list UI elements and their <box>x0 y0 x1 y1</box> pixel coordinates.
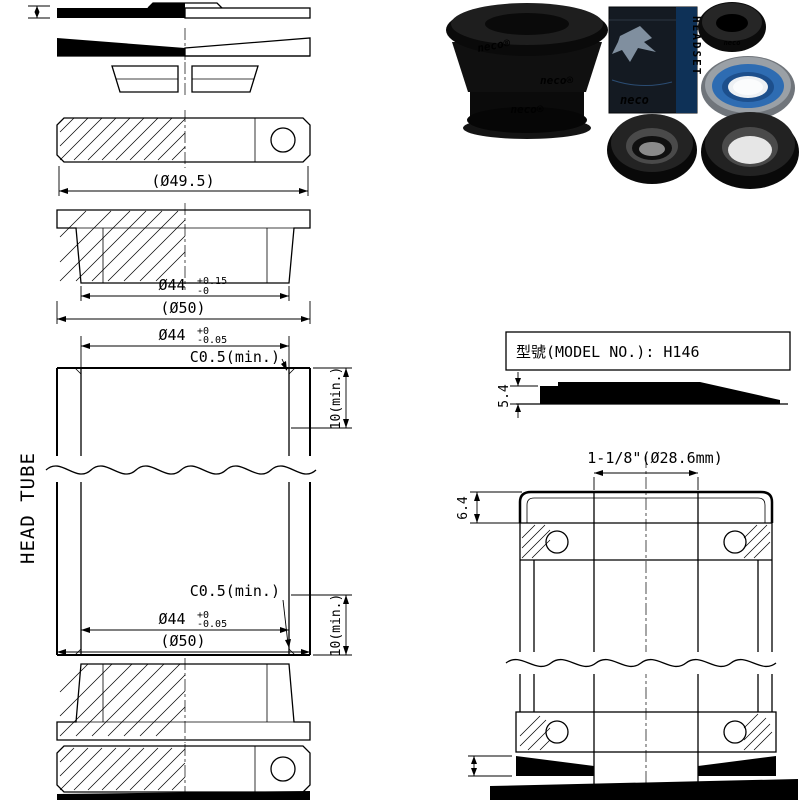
brand-logo-box: neco <box>620 93 649 107</box>
dim-bore-bottom-tol-plus: +0 <box>197 610 209 621</box>
dim-bore-top-tol-minus: -0.05 <box>197 335 227 346</box>
dim-depth-bottom: 10(min.) <box>291 594 352 657</box>
upper-cup-hatch <box>59 210 186 282</box>
brand-logo-cone: neco® <box>540 74 573 87</box>
brand-logo-cap: neco® <box>476 36 511 55</box>
assembly-lower-hatch <box>519 713 773 751</box>
product-photo-blue-seal-bearing <box>701 56 795 120</box>
lower-cup-section <box>56 658 311 743</box>
head-tube-label: HEAD TUBE <box>17 452 39 564</box>
cover-profile-shape <box>540 382 780 404</box>
box-eagle-graphic <box>612 26 656 62</box>
model-number-panel: 型號(MODEL NO.): H146 5.4 <box>497 331 791 418</box>
dim-press-base: Ø44 <box>158 276 185 294</box>
dim-depth-top-label: 10(min.) <box>329 367 344 430</box>
cone-spacer-section <box>57 28 311 60</box>
dim-steerer-label: 1-1/8"(Ø28.6mm) <box>587 449 722 467</box>
dim-cup-press-fit: Ø44 +0.15 -0 <box>80 276 290 301</box>
dim-bore-top-base: Ø44 <box>158 326 185 344</box>
dim-depth-top: 10(min.) <box>291 367 352 430</box>
dim-bearing-od-label: (Ø49.5) <box>151 172 214 190</box>
dim-bearing-od: (Ø49.5) <box>58 166 309 196</box>
lower-bearing-hatch <box>59 747 186 791</box>
chamfer-top-label: C0.5(min.) <box>190 348 280 366</box>
break-line <box>45 465 317 475</box>
upper-bearing-section <box>56 110 311 168</box>
dim-d50-top-label: (Ø50) <box>160 299 205 317</box>
dim-cap-height-label: 6.4 <box>456 496 471 520</box>
dim-bore-bottom-base: Ø44 <box>158 610 185 628</box>
dim-d50-bottom-label: (Ø50) <box>160 632 205 650</box>
assembly-section: 1-1/8"(Ø28.6mm) 6.4 <box>456 449 798 800</box>
dim-bore-top-tol-plus: +0 <box>197 326 209 337</box>
dim-press-tol-minus: -0 <box>197 286 209 297</box>
dim-bore-bottom: Ø44 +0 -0.05 <box>81 610 289 633</box>
top-cover-section <box>28 2 311 19</box>
chamfer-bottom-label: C0.5(min.) <box>190 582 280 600</box>
product-photo-retail-box: HEADSET neco <box>608 6 703 114</box>
dim-cover-height-label: 5.4 <box>497 384 512 408</box>
brand-logo-cup: neco® <box>510 103 543 116</box>
dim-bore-bottom-tol-minus: -0.05 <box>197 619 227 630</box>
crown-race-section <box>57 791 310 800</box>
product-photo-black-bearing-left <box>607 114 697 184</box>
brand-logo-top-cap: neco <box>724 39 741 47</box>
dim-d50-top: (Ø50) <box>56 299 311 324</box>
assembly-break-line <box>505 658 777 668</box>
compression-ring-section <box>111 62 259 96</box>
lower-bearing-section <box>56 744 311 796</box>
dim-press-tol-plus: +0.15 <box>197 276 227 287</box>
dim-bore-top: Ø44 +0 -0.05 <box>80 326 290 368</box>
assembly-upper-hatch <box>521 524 771 559</box>
model-number-label: 型號(MODEL NO.): H146 <box>516 343 700 361</box>
upper-cup-section <box>56 203 311 290</box>
lower-cup-hatch <box>59 663 186 737</box>
dim-depth-bottom-label: 10(min.) <box>329 594 344 657</box>
product-photo-black-bearing-right <box>701 112 799 189</box>
crown-race-right <box>698 756 776 776</box>
product-photo-headset-top: neco <box>698 2 766 52</box>
head-tube-section: HEAD TUBE <box>17 367 320 656</box>
upper-bearing-hatch <box>59 117 186 161</box>
crown-race-left <box>516 756 594 776</box>
chamfer-callout-bottom: C0.5(min.) <box>190 582 291 648</box>
product-photo-headset-stack: neco® neco® neco® <box>446 3 608 139</box>
dim-d50-bottom: (Ø50) <box>57 632 310 655</box>
fork-crown <box>490 779 798 800</box>
